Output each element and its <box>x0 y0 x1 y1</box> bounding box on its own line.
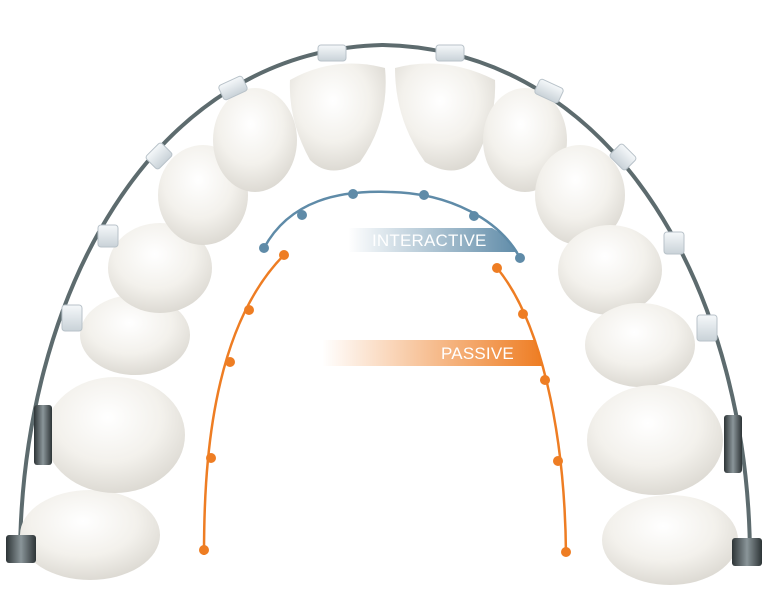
passive-point <box>518 309 528 319</box>
ceramic-bracket <box>696 314 718 342</box>
passive-point <box>206 453 216 463</box>
passive-point <box>492 263 502 273</box>
tooth <box>80 295 190 375</box>
metal-bracket <box>724 415 742 473</box>
ceramic-bracket <box>435 44 465 62</box>
ceramic-bracket <box>317 44 347 62</box>
interactive-point <box>259 243 269 253</box>
passive-point <box>244 305 254 315</box>
interactive-point <box>348 189 358 199</box>
ceramic-bracket <box>145 142 173 170</box>
passive-arc <box>199 250 571 557</box>
tooth <box>587 385 723 495</box>
passive-point <box>553 456 563 466</box>
tooth <box>395 63 496 171</box>
tooth <box>20 490 160 580</box>
interactive-point <box>297 210 307 220</box>
interactive-point <box>419 190 429 200</box>
passive-point <box>540 375 550 385</box>
tooth <box>558 225 662 315</box>
upper-dental-arch <box>20 63 738 585</box>
passive-label-banner: PASSIVE <box>322 340 542 366</box>
metal-bracket <box>34 405 52 465</box>
ceramic-bracket <box>534 78 564 104</box>
interactive-point <box>469 211 479 221</box>
interactive-label-banner: INTERACTIVE <box>348 228 518 252</box>
ceramic-bracket <box>663 231 685 255</box>
tooth <box>108 223 212 313</box>
tooth <box>213 88 297 192</box>
passive-point <box>225 357 235 367</box>
ceramic-bracket <box>218 75 248 101</box>
passive-point <box>279 250 289 260</box>
passive-point <box>561 547 571 557</box>
passive-label: PASSIVE <box>441 344 514 363</box>
passive-point <box>199 545 209 555</box>
metal-bracket <box>732 538 762 566</box>
interactive-label: INTERACTIVE <box>372 231 487 250</box>
ceramic-bracket <box>61 304 83 332</box>
tooth <box>585 303 695 387</box>
tooth <box>602 495 738 585</box>
metal-bracket <box>6 535 36 563</box>
tooth <box>535 145 625 245</box>
brackets <box>6 44 762 566</box>
interactive-arc <box>259 189 525 263</box>
ceramic-bracket <box>609 143 637 171</box>
interactive-point <box>515 253 525 263</box>
tooth <box>45 377 185 493</box>
ceramic-bracket <box>97 224 119 248</box>
tooth <box>289 63 386 171</box>
